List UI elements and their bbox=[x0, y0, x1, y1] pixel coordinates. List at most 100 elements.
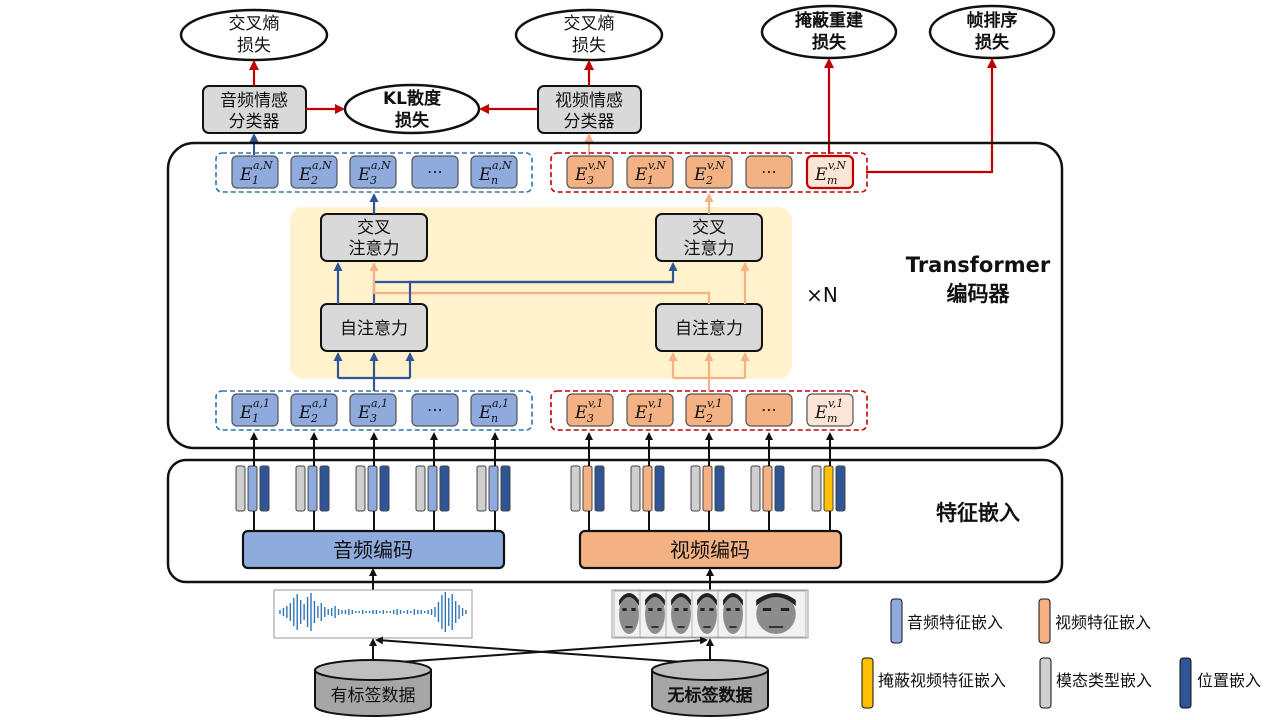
token-base: E bbox=[693, 403, 707, 423]
token-base: E bbox=[298, 165, 312, 185]
legend-position-label: 位置嵌入 bbox=[1197, 671, 1261, 690]
token-superscript: a,1 bbox=[253, 397, 270, 410]
transformer-encoder-box bbox=[166, 141, 1064, 450]
token-superscript: v,1 bbox=[588, 397, 603, 410]
embedding-triplet bbox=[570, 432, 605, 531]
video-tokens-to-frame-order-arrow bbox=[866, 58, 997, 174]
video-ce-loss: 交叉熵 损失 bbox=[514, 8, 664, 62]
token-ellipsis: ⋯ bbox=[427, 400, 443, 419]
embedding-triplet bbox=[295, 432, 330, 531]
token-superscript: v,N bbox=[648, 159, 666, 172]
token-superscript: v,N bbox=[828, 159, 846, 172]
audio-classifier-line1: 音频情感 bbox=[220, 91, 288, 111]
token-superscript: v,1 bbox=[707, 397, 722, 410]
audio-ce-loss-line2: 损失 bbox=[237, 36, 271, 56]
token-base: E bbox=[298, 403, 312, 423]
audio-ce-loss-line1: 交叉熵 bbox=[229, 14, 280, 34]
embedding-bars bbox=[235, 432, 846, 531]
kl-loss-line1: KL散度 bbox=[383, 88, 442, 109]
video-cross-attention-line1: 交叉 bbox=[692, 218, 726, 238]
token-subscript: 1 bbox=[647, 174, 654, 187]
bottom-video-token: ⋯ bbox=[745, 393, 793, 427]
token-base: E bbox=[478, 403, 492, 423]
video-encoder-label: 视频编码 bbox=[670, 538, 750, 562]
audio-encoder: 音频编码 bbox=[241, 529, 506, 570]
top-video-token: ⋯ bbox=[745, 155, 793, 189]
token-base: E bbox=[814, 403, 828, 423]
token-superscript: v,1 bbox=[648, 397, 663, 410]
face-frame bbox=[639, 590, 671, 638]
video-classifier-line1: 视频情感 bbox=[555, 91, 623, 111]
transformer-title-line2: 编码器 bbox=[947, 282, 1011, 306]
token-base: E bbox=[634, 165, 648, 185]
audio-waveform bbox=[273, 589, 473, 639]
legend-video-embedding: 视频特征嵌入 bbox=[1038, 598, 1151, 644]
video-cross-attention-line2: 注意力 bbox=[684, 239, 735, 259]
embedding-triplet bbox=[415, 432, 450, 531]
token-subscript: 1 bbox=[252, 174, 259, 187]
token-subscript: 3 bbox=[587, 412, 594, 425]
mask-recon-loss: 掩蔽重建 损失 bbox=[760, 4, 898, 60]
embedding-triplet bbox=[630, 432, 665, 531]
mask-recon-loss-line2: 损失 bbox=[812, 32, 847, 53]
audio-cross-line bbox=[408, 280, 673, 304]
token-subscript: 2 bbox=[705, 412, 713, 425]
token-subscript: 2 bbox=[310, 412, 318, 425]
token-superscript: v,N bbox=[707, 159, 725, 172]
unlabeled-data-label: 无标签数据 bbox=[667, 685, 753, 706]
loss-arrows bbox=[249, 58, 997, 174]
legend-modality-embedding: 模态类型嵌入 bbox=[1039, 657, 1152, 709]
token-base: E bbox=[693, 165, 707, 185]
token-ellipsis: ⋯ bbox=[427, 162, 443, 181]
unlabeled-data-db: 无标签数据 bbox=[651, 659, 769, 717]
mask-recon-loss-line1: 掩蔽重建 bbox=[795, 10, 863, 31]
token-ellipsis: ⋯ bbox=[761, 162, 777, 181]
embedding-triplet bbox=[235, 432, 270, 531]
token-superscript: a,N bbox=[492, 159, 512, 172]
embedding-triplet bbox=[355, 432, 390, 531]
face-frame bbox=[691, 590, 723, 638]
audio-classifier-line2: 分类器 bbox=[229, 112, 280, 132]
token-base: E bbox=[239, 403, 253, 423]
audio-self-attention: 自注意力 bbox=[320, 303, 428, 352]
legend-masked-video-embedding: 掩蔽视频特征嵌入 bbox=[861, 657, 1006, 709]
frame-order-loss-line1: 帧排序 bbox=[967, 10, 1018, 31]
token-subscript: 3 bbox=[370, 412, 377, 425]
feature-embedding-title: 特征嵌入 bbox=[936, 501, 1020, 525]
video-self-attention-label: 自注意力 bbox=[675, 319, 743, 339]
embedding-triplet bbox=[476, 432, 511, 531]
audio-ce-loss: 交叉熵 损失 bbox=[179, 8, 329, 62]
labeled-data-db: 有标签数据 bbox=[314, 659, 432, 717]
face-frame bbox=[665, 590, 697, 638]
feature-embedding-box bbox=[166, 458, 1064, 584]
legend: 音频特征嵌入 视频特征嵌入 掩蔽视频特征嵌入 模态类型嵌入 位置嵌入 bbox=[861, 598, 1261, 709]
video-cross-attention: 交叉 注意力 bbox=[655, 213, 763, 262]
video-attention-flow bbox=[369, 193, 750, 391]
legend-masked-label: 掩蔽视频特征嵌入 bbox=[878, 671, 1006, 690]
token-base: E bbox=[478, 165, 492, 185]
token-base: E bbox=[574, 403, 588, 423]
repeat-label: ×N bbox=[806, 283, 838, 307]
token-superscript: v,1 bbox=[828, 397, 843, 410]
legend-position-embedding: 位置嵌入 bbox=[1179, 657, 1261, 709]
token-superscript: a,1 bbox=[371, 397, 388, 410]
token-subscript: 2 bbox=[705, 174, 713, 187]
token-superscript: a,N bbox=[253, 159, 273, 172]
encoder-to-token-arrows bbox=[369, 568, 714, 590]
token-superscript: a,N bbox=[312, 159, 332, 172]
legend-audio-embedding: 音频特征嵌入 bbox=[890, 598, 1003, 644]
frame-order-loss: 帧排序 损失 bbox=[928, 4, 1056, 60]
token-superscript: a,N bbox=[371, 159, 391, 172]
embedding-triplet bbox=[811, 432, 846, 531]
